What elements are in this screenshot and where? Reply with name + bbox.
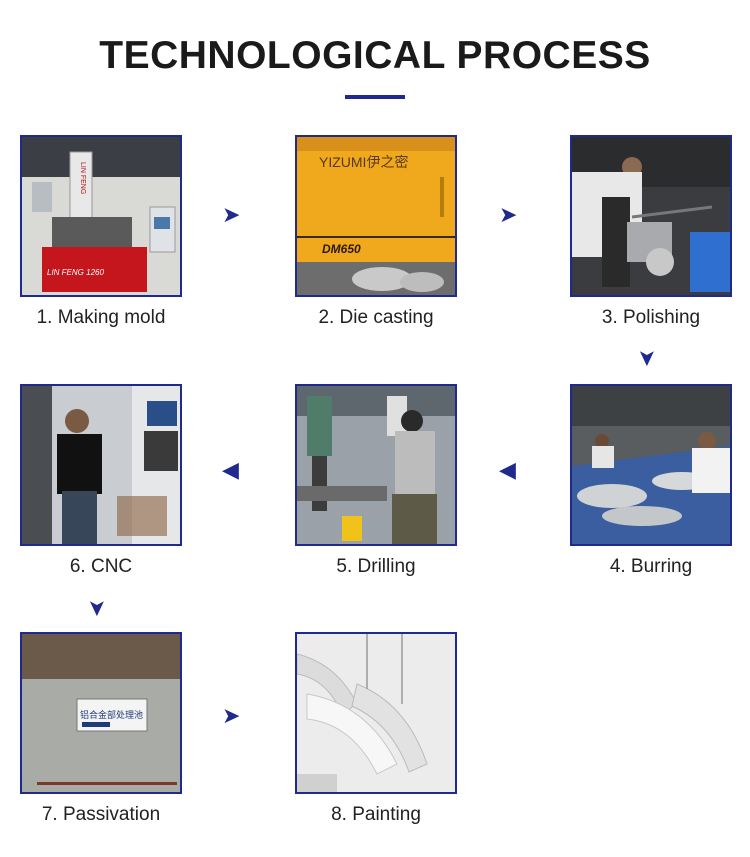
arrow-left-icon: ◀ <box>499 457 516 482</box>
step-label: 6. CNC <box>69 556 133 577</box>
page-title: TECHNOLOGICAL PROCESS <box>99 34 651 77</box>
step-label: 2. Die casting <box>318 307 434 328</box>
polishing-photo <box>570 135 732 297</box>
step-label: 5. Drilling <box>336 556 416 577</box>
step-label: 8. Painting <box>331 804 421 825</box>
making-mold-photo-subtext: LIN FENG 1260 <box>47 268 104 277</box>
title-underline <box>345 95 405 99</box>
step-label: 4. Burring <box>609 556 693 577</box>
step-label: 1. Making mold <box>36 307 166 328</box>
painting-photo <box>295 632 457 794</box>
cnc-photo <box>20 384 182 546</box>
arrow-right-icon: ➤ <box>222 202 241 227</box>
arrow-right-icon: ➤ <box>499 202 518 227</box>
making-mold-photo: LIN FENG LIN FENG 1260 <box>20 135 182 297</box>
passivation-photo: 铝合金部处理池 <box>20 632 182 794</box>
die-casting-photo-subtext: DM650 <box>322 242 361 256</box>
arrow-left-icon: ◀ <box>222 457 239 482</box>
die-casting-photo-text: YIZUMI伊之密 <box>319 154 408 170</box>
making-mold-photo-text: LIN FENG <box>79 162 86 194</box>
arrow-down-icon: ➤ <box>85 598 111 618</box>
burring-photo <box>570 384 732 546</box>
die-casting-photo: YIZUMI伊之密 DM650 <box>295 135 457 297</box>
step-label: 3. Polishing <box>601 307 701 328</box>
step-label: 7. Passivation <box>41 804 161 825</box>
passivation-photo-text: 铝合金部处理池 <box>80 709 143 721</box>
drilling-photo <box>295 384 457 546</box>
arrow-down-icon: ➤ <box>635 348 661 368</box>
arrow-right-icon: ➤ <box>222 703 241 728</box>
